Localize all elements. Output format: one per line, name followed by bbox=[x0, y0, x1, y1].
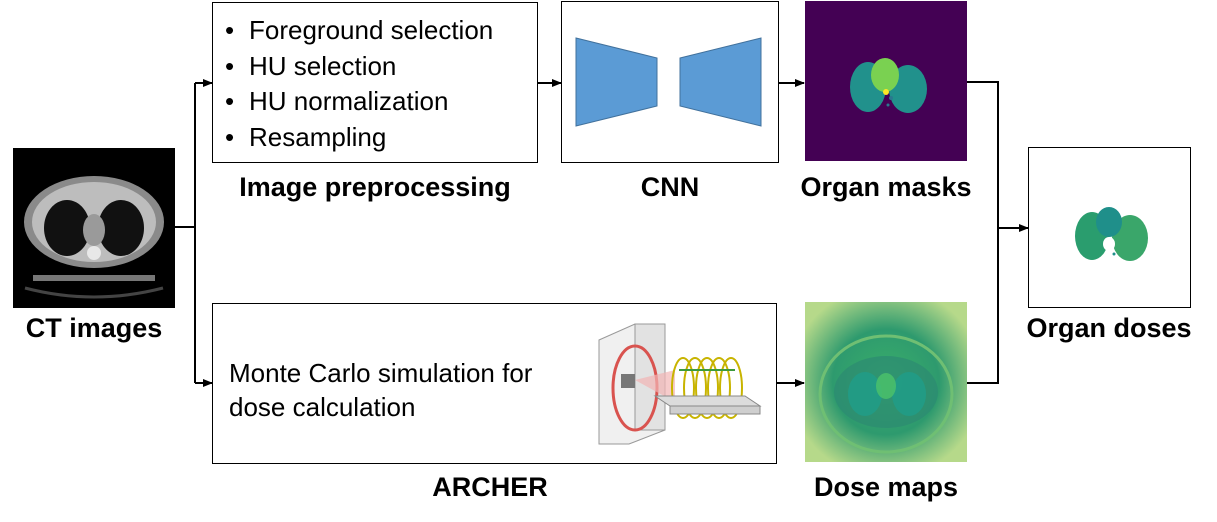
organ-doses-box bbox=[1028, 147, 1191, 308]
archer-label: ARCHER bbox=[432, 472, 548, 502]
organ-masks-label: Organ masks bbox=[800, 172, 972, 202]
cnn-box bbox=[561, 1, 779, 163]
cnn-network-icon bbox=[575, 37, 762, 127]
preprocessing-label: Image preprocessing bbox=[239, 172, 511, 202]
organ-masks-image bbox=[805, 1, 967, 161]
archer-description-line: dose calculation bbox=[229, 392, 416, 422]
connector-masks-merge bbox=[967, 81, 999, 228]
connector-dosemaps-merge bbox=[967, 228, 999, 384]
ct-images-label: CT images bbox=[25, 313, 163, 343]
archer-description: Monte Carlo simulation for dose calculat… bbox=[229, 356, 532, 424]
ct-scanner-illustration bbox=[598, 323, 762, 445]
organ-doses-image bbox=[1075, 207, 1148, 261]
cnn-label: CNN bbox=[640, 172, 700, 202]
preprocessing-step: HU selection bbox=[225, 49, 493, 85]
archer-box: Monte Carlo simulation for dose calculat… bbox=[212, 303, 777, 464]
preprocessing-step: HU normalization bbox=[225, 84, 493, 120]
ct-image bbox=[13, 148, 175, 308]
dose-maps-label: Dose maps bbox=[813, 472, 959, 502]
archer-description-line: Monte Carlo simulation for bbox=[229, 358, 533, 388]
preprocessing-steps: Foreground selection HU selection HU nor… bbox=[225, 13, 493, 155]
organ-doses-label: Organ doses bbox=[1026, 313, 1192, 343]
preprocessing-box: Foreground selection HU selection HU nor… bbox=[212, 2, 538, 163]
preprocessing-step: Foreground selection bbox=[225, 13, 493, 49]
dose-maps-image bbox=[805, 302, 967, 462]
preprocessing-step: Resampling bbox=[225, 120, 493, 156]
